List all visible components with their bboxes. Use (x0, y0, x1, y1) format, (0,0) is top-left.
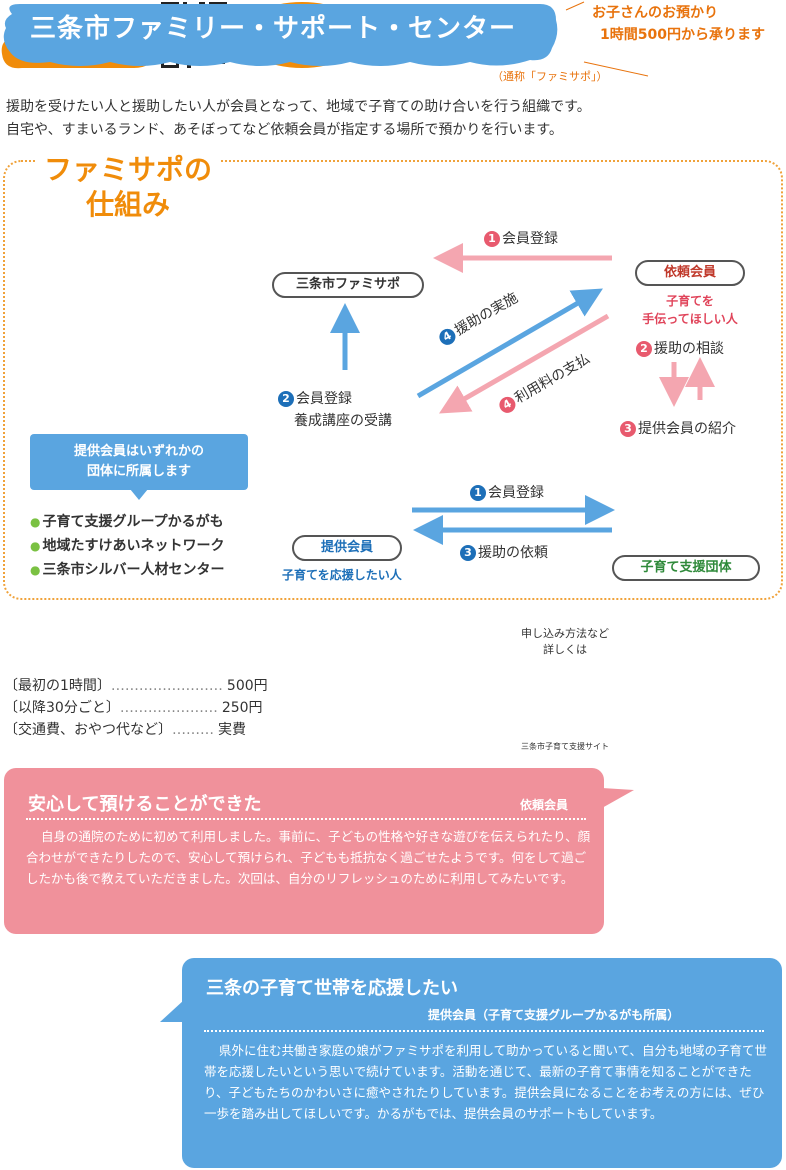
fee-list: 〔最初の1時間〕……………………500円 〔以降30分ごと〕…………………250… (4, 675, 268, 741)
label-text: 援助の依頼 (478, 545, 548, 561)
intro-text: 援助を受けたい人と援助したい人が会員となって、地域で子育ての助け合いを行う組織で… (6, 96, 591, 142)
label-text: 援助の相談 (654, 341, 724, 357)
fee-label: 〔以降30分ごと〕 (4, 700, 120, 716)
system-title-line2: 仕組み (86, 188, 171, 221)
header-cloud-shape (3, 4, 558, 66)
bullet-icon: ● (30, 563, 41, 577)
fee-leader: ………………… (119, 700, 218, 716)
irai-member-desc: 子育てを 手伝ってほしい人 (628, 292, 752, 328)
node-famisapo: 三条市ファミサポ (272, 272, 424, 298)
page-title: 三条市ファミリー・サポート・センター (30, 14, 517, 44)
fee-label: 〔交通費、おやつ代など〕 (4, 722, 172, 738)
label-register-left-line2: 養成講座の受講 (294, 413, 392, 429)
fee-row: 〔交通費、おやつ代など〕………実費 (4, 719, 268, 741)
voice1-body: 自身の通院のために初めて利用しました。事前に、子どもの性格や好きな遊びを伝えられ… (26, 829, 591, 886)
label-text: 会員登録 (502, 231, 558, 247)
voice2-body: 県外に住む共働き家庭の娘がファミサポを利用して助かっていると聞いて、自分も地域の… (204, 1043, 768, 1121)
notice-pointer (130, 489, 148, 500)
bullet-icon: ● (30, 515, 41, 529)
system-title: ファミサポの 仕組み (36, 152, 221, 222)
step-number-badge: 3 (460, 545, 476, 561)
notice-line1: 提供会員はいずれかの (73, 444, 204, 459)
system-diagram-arrows (330, 243, 715, 545)
label-text: 提供会員の紹介 (638, 421, 736, 437)
org-item: ●子育て支援グループかるがも (30, 510, 224, 534)
recruit-line1: 依頼会員と (658, 651, 714, 664)
header-note-line1: お子さんのお預かり (592, 5, 718, 21)
node-irai-member: 依頼会員 (635, 260, 745, 286)
voice2-divider (204, 1030, 764, 1032)
recruit-line2: 提供会員を (658, 667, 714, 680)
fee-row: 〔最初の1時間〕……………………500円 (4, 675, 268, 697)
fee-value: 500円 (226, 678, 268, 694)
org-item-label: 地域たすけあいネットワーク (42, 538, 225, 554)
label-text: 会員登録 (488, 485, 544, 501)
fee-value: 実費 (218, 722, 246, 738)
qr-caption-line2: 詳しくは (543, 643, 587, 656)
voice-card-requester (4, 768, 604, 934)
system-title-line1: ファミサポの (44, 153, 213, 186)
intro-line2: 自宅や、すまいるランド、あそぼってなど依頼会員が指定する場所で預かりを行います。 (6, 122, 563, 138)
fee-label: 〔最初の1時間〕 (4, 678, 111, 694)
header-alias: （通称「ファミサポ」） (492, 70, 608, 83)
step-number-badge: 3 (620, 421, 636, 437)
voice1-tail (602, 788, 634, 808)
system-diagram-frame (3, 160, 783, 600)
recruit-text: 依頼会員と 提供会員を 募集しています (628, 650, 744, 698)
voice2-role: 提供会員（子育て支援グループかるがも所属） (428, 1008, 680, 1022)
org-item: ●三条市シルバー人材センター (30, 558, 224, 582)
qr-caption: 申し込み方法など 詳しくは (510, 626, 620, 658)
teikyo-member-desc: 子育てを応援したい人 (282, 568, 402, 582)
arrow-support-done (416, 288, 603, 399)
fee-leader: ……… (172, 722, 214, 738)
voice2-tail (160, 1000, 184, 1022)
notice-line2: 団体に所属します (86, 464, 191, 479)
label-text: 会員登録 (296, 391, 352, 407)
fee-value: 250円 (221, 700, 263, 716)
arrow-fee-pay (439, 313, 610, 414)
irai-desc-line1: 子育てを (666, 294, 714, 308)
voice-card-provider (182, 958, 782, 1168)
voice1-title: 安心して預けることができた (28, 794, 262, 815)
voice1-divider (26, 818, 586, 820)
header-note-lines (565, 1, 649, 77)
step-number-badge: 2 (636, 341, 652, 357)
notice-box: 提供会員はいずれかの 団体に所属します (30, 434, 248, 490)
voice2-title: 三条の子育て世帯を応援したい (206, 978, 458, 999)
node-support-group: 子育て支援団体 (612, 555, 760, 581)
org-list: ●子育て支援グループかるがも ●地域たすけあいネットワーク ●三条市シルバー人材… (30, 510, 224, 582)
org-item: ●地域たすけあいネットワーク (30, 534, 224, 558)
recruit-line3: 募集しています (647, 683, 725, 696)
org-item-label: 三条市シルバー人材センター (42, 562, 225, 578)
qr-caption-line1: 申し込み方法など (521, 627, 609, 640)
header-note: お子さんのお預かり 1時間500円から承ります (592, 2, 765, 46)
step-number-badge: 1 (484, 231, 500, 247)
node-teikyo-member: 提供会員 (292, 535, 402, 561)
qr-source: 三条市子育て支援サイト (521, 742, 609, 751)
fee-title: 利用料金 (38, 638, 115, 657)
org-item-label: 子育て支援グループかるがも (42, 514, 224, 530)
bullet-icon: ● (30, 539, 41, 553)
irai-desc-line2: 手伝ってほしい人 (642, 312, 738, 326)
intro-line1: 援助を受けたい人と援助したい人が会員となって、地域で子育ての助け合いを行う組織で… (6, 99, 591, 115)
voice1-role: 依頼会員 (520, 798, 569, 812)
fee-row: 〔以降30分ごと〕…………………250円 (4, 697, 268, 719)
header-note-line2: 1時間500円から承ります (600, 27, 765, 43)
step-number-badge: 1 (470, 485, 486, 501)
step-number-badge: 2 (278, 391, 294, 407)
fee-leader: …………………… (110, 678, 223, 694)
